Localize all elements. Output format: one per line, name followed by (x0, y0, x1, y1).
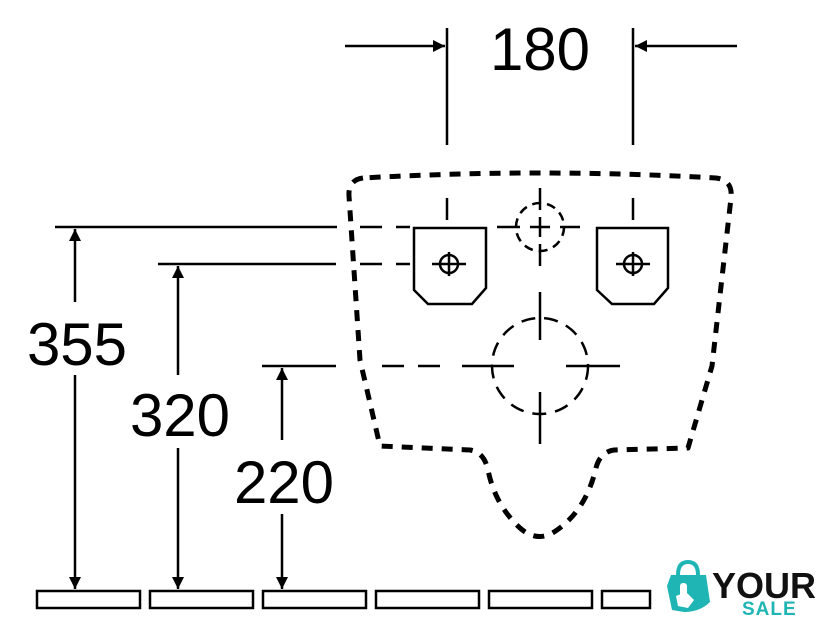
dimension-label-180: 180 (490, 16, 590, 83)
height-dimensions (55, 225, 337, 589)
floor-base (35, 589, 652, 610)
width-dimension (345, 28, 737, 145)
mounting-bracket-left (412, 226, 488, 306)
water-inlet-marker (497, 188, 580, 266)
waste-outlet-marker (462, 292, 620, 444)
mounting-bracket-right (595, 226, 670, 306)
dimension-label-320: 320 (130, 382, 230, 449)
logo-word-your: YOUR (712, 565, 816, 606)
dimension-label-220: 220 (234, 449, 334, 516)
dimension-label-355: 355 (27, 311, 127, 378)
yoursale-logo: YOUR SALE (667, 559, 816, 620)
toilet-outline (346, 170, 734, 539)
logo-word-sale: SALE (742, 599, 797, 620)
center-lines (360, 198, 635, 368)
shopping-bag-hand-icon (667, 559, 710, 612)
